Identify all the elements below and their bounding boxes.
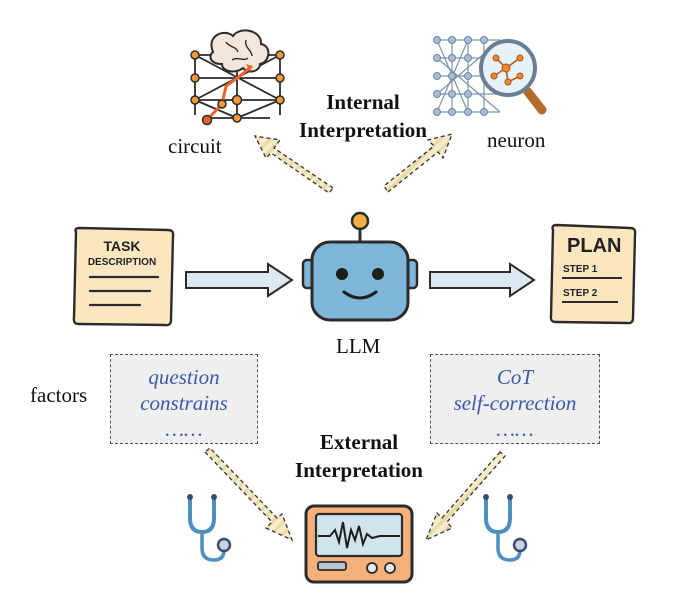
factors-label: factors [30,383,88,407]
factor-item: …… [165,417,203,441]
dashed-arrow-factors-to-monitor [204,447,294,542]
plan-card-title: PLAN [567,235,621,257]
llm-robot-icon [301,211,419,322]
plan-card: PLAN STEP 1 STEP 2 [549,223,637,325]
arrow-task-to-llm [185,262,294,298]
factor-item: CoT [496,365,534,389]
factor-item: …… [496,417,534,441]
right-factors-list: CoT self-correction …… [430,364,600,442]
circuit-icon [190,29,285,126]
plan-step-2: STEP 2 [563,288,598,299]
task-card-line1: TASK [103,238,140,254]
circuit-label: circuit [168,134,222,158]
left-factors-list: question constrains …… [110,364,258,442]
external-title-line1: External [319,430,399,454]
dashed-arrow-to-neuron [383,133,454,193]
factor-item: question [148,365,220,389]
neuron-label: neuron [487,128,546,152]
arrow-llm-to-plan [429,262,536,298]
factor-item: constrains [140,391,228,415]
internal-interpretation-title: Internal Interpretation [278,88,448,144]
task-card-line2: DESCRIPTION [88,257,156,268]
stethoscope-left-icon [187,494,232,562]
factor-item: self-correction [453,391,577,415]
external-interpretation-title: External Interpretation [268,428,450,484]
plan-step-1: STEP 1 [563,264,598,275]
monitor-icon [304,504,414,584]
internal-title-line2: Interpretation [299,118,427,142]
llm-label: LLM [336,334,381,358]
dashed-arrow-to-circuit [253,135,334,194]
left-factors-box [110,354,258,444]
task-description-card: TASK DESCRIPTION [72,226,175,327]
dashed-arrow-cot-to-monitor [424,451,506,542]
neuron-icon [433,36,547,116]
stethoscope-right-icon [483,494,528,562]
right-factors-box [430,354,600,444]
external-title-line2: Interpretation [295,458,423,482]
internal-title-line1: Internal [326,90,400,114]
